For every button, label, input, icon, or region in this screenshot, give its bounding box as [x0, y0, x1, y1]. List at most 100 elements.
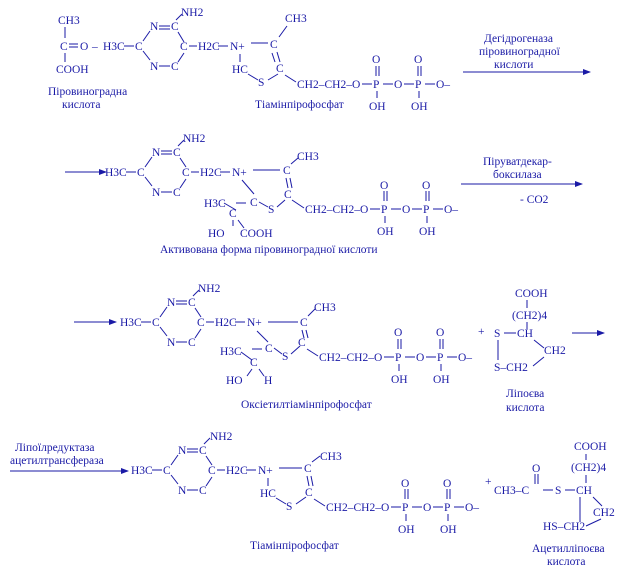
oh: OH [411, 101, 428, 113]
n: N [167, 337, 176, 349]
chain: CH2–CH2–O [305, 204, 368, 216]
n: N [167, 297, 176, 309]
ch2: CH2 [593, 507, 615, 519]
o: O [414, 54, 422, 66]
c: C [188, 337, 196, 349]
n-plus: N+ [247, 317, 262, 329]
h3c: H3C [103, 41, 125, 53]
activated-pyruvate: H3C C N C NH2 C N C H2C N+ C CH3 C S C H… [105, 133, 458, 256]
ch3: CH3 [297, 151, 319, 163]
c: C [304, 463, 312, 475]
c: C [284, 189, 292, 201]
o: O [423, 502, 431, 514]
lip-ch: CH [517, 328, 533, 340]
oh: OH [391, 374, 408, 386]
lipoic-acid: COOH (CH2)4 S CH CH2 S–CH2 Ліпоєва кисло… [494, 288, 566, 414]
o-minus: O– [444, 204, 458, 216]
c: C [276, 63, 284, 75]
oh: OH [440, 524, 457, 536]
side-h3c: H3C [220, 346, 242, 358]
o-minus: O– [465, 502, 479, 514]
c: C [182, 167, 190, 179]
s: S [282, 351, 288, 363]
n: N [150, 61, 159, 73]
o: O [401, 478, 409, 490]
o: O [380, 180, 388, 192]
c: C [137, 167, 145, 179]
reaction-arrow-4: Ліпоїлредуктаза ацетилтрансфераза [10, 442, 129, 474]
n-plus: N+ [232, 167, 247, 179]
ch3: CH3 [320, 451, 342, 463]
n: N [178, 445, 187, 457]
pyruvate-c: C [60, 41, 68, 53]
oh: OH [377, 226, 394, 238]
c: C [135, 41, 143, 53]
nh2: NH2 [181, 7, 204, 19]
c: C [173, 187, 181, 199]
pyruvate-cooh: COOH [56, 64, 89, 76]
lip-s-ch2: S–CH2 [494, 362, 528, 374]
o: O [422, 180, 430, 192]
h2c: H2C [215, 317, 237, 329]
c: C [265, 343, 273, 355]
c: C [188, 297, 196, 309]
hydroxyethyl-tpp: H3C C N C NH2 C N C H2C N+ C CH3 C S C H… [120, 283, 472, 411]
c: C [163, 465, 171, 477]
oh: OH [419, 226, 436, 238]
activated-form-label: Активована форма піровиноградної кислоти [160, 244, 378, 256]
c: C [270, 39, 278, 51]
h3c: H3C [120, 317, 142, 329]
acetyl-lipoic-label-2: кислота [547, 556, 585, 568]
plus-sign: + [485, 476, 492, 488]
tpp-label: Тіамінпірофосфат [255, 99, 344, 111]
chain: CH2–CH2–O [319, 352, 382, 364]
c: C [208, 465, 216, 477]
acetyl-ch: CH [576, 485, 592, 497]
tpp-label-2: Тіамінпірофосфат [250, 540, 339, 552]
o: O [436, 327, 444, 339]
c: C [173, 147, 181, 159]
oh: OH [369, 101, 386, 113]
cooh: COOH [574, 441, 607, 453]
p: P [381, 204, 387, 216]
o: O [394, 79, 402, 91]
hydroxyethyl-tpp-label: Оксіетилтіамінпірофосфат [241, 399, 372, 411]
c: C [197, 317, 205, 329]
reaction-arrow-2: Піруватдекар- боксилаза - CO2 [461, 156, 583, 206]
acetyl-lipoic-acid: CH3–C O S CH (CH2)4 COOH CH2 HS–CH2 Ацет… [494, 441, 615, 568]
ch3: CH3 [314, 302, 336, 314]
side-cooh: COOH [240, 228, 273, 240]
n-plus: N+ [230, 41, 245, 53]
o: O [394, 327, 402, 339]
hs-ch2: HS–CH2 [543, 521, 585, 533]
o-minus: O– [436, 79, 450, 91]
thiamine-pyrophosphate-2: H3C C N C NH2 C N C H2C N+ C CH3 HC S C … [131, 431, 479, 552]
h2c: H2C [200, 167, 222, 179]
c: C [305, 487, 313, 499]
c: C [152, 317, 160, 329]
h3c: H3C [131, 465, 153, 477]
oh: OH [433, 374, 450, 386]
chain: CH2–CH2–O [297, 79, 360, 91]
enzyme-label: кислоти [494, 59, 533, 71]
p: P [415, 79, 421, 91]
h2c: H2C [198, 41, 220, 53]
s: S [268, 204, 274, 216]
side-h3c: H3C [204, 198, 226, 210]
side-ho: HO [208, 228, 225, 240]
enzyme-label: Дегідрогеназа [484, 33, 553, 45]
acetyl-ch3-c: CH3–C [494, 485, 529, 497]
pyruvate-ch3: CH3 [58, 15, 80, 27]
c: C [250, 357, 258, 369]
nh2: NH2 [198, 283, 221, 295]
acetyl-lipoic-label: Ацетилліпоєва [532, 543, 605, 555]
n: N [152, 187, 161, 199]
p: P [444, 502, 450, 514]
acetyl-s: S [555, 485, 561, 497]
hc: HC [232, 64, 248, 76]
c: C [180, 41, 188, 53]
reaction-arrow-1: Дегідрогеназа піровиноградної кислоти [463, 33, 591, 75]
o-minus: O– [458, 352, 472, 364]
h3c: H3C [105, 167, 127, 179]
